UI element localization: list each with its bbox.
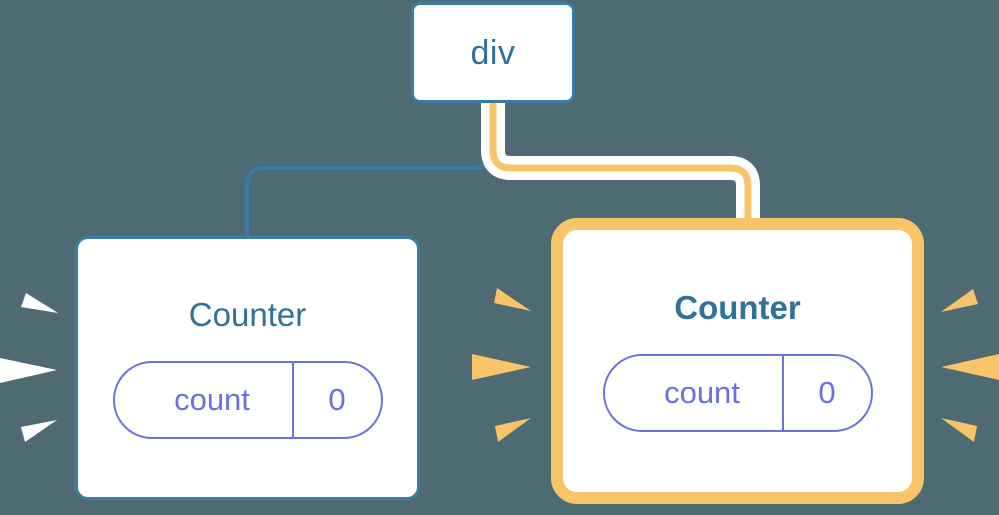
spark-orange-right-middle bbox=[941, 354, 999, 380]
spark-orange-mid-middle bbox=[472, 354, 531, 380]
spark-group-left bbox=[0, 293, 58, 442]
node-counter-right-label: Counter bbox=[674, 288, 801, 326]
edge-div-to-counter-left bbox=[245, 101, 495, 238]
node-counter-right[interactable]: Counter count 0 bbox=[551, 218, 924, 504]
spark-group-right bbox=[941, 289, 999, 442]
spark-white-bottom bbox=[21, 420, 57, 442]
state-pill-value: 0 bbox=[781, 355, 871, 430]
spark-white-top bbox=[21, 293, 58, 313]
node-counter-left[interactable]: Counter count 0 bbox=[75, 236, 420, 500]
state-pill-counter-left: count 0 bbox=[112, 360, 383, 439]
node-div[interactable]: div bbox=[411, 2, 575, 103]
state-pill-key: count bbox=[174, 382, 250, 417]
spark-orange-right-bottom bbox=[941, 418, 977, 442]
state-pill-key: count bbox=[664, 375, 740, 410]
spark-orange-right-top bbox=[941, 289, 978, 312]
spark-group-middle bbox=[472, 288, 531, 442]
state-pill-counter-right: count 0 bbox=[602, 353, 873, 432]
spark-orange-mid-top bbox=[494, 288, 531, 311]
spark-white-middle bbox=[0, 358, 57, 383]
edge-div-to-counter-right bbox=[489, 103, 752, 232]
node-counter-left-label: Counter bbox=[188, 295, 307, 333]
node-div-label: div bbox=[470, 33, 516, 72]
state-pill-value: 0 bbox=[291, 362, 381, 437]
spark-orange-mid-bottom bbox=[495, 418, 531, 442]
